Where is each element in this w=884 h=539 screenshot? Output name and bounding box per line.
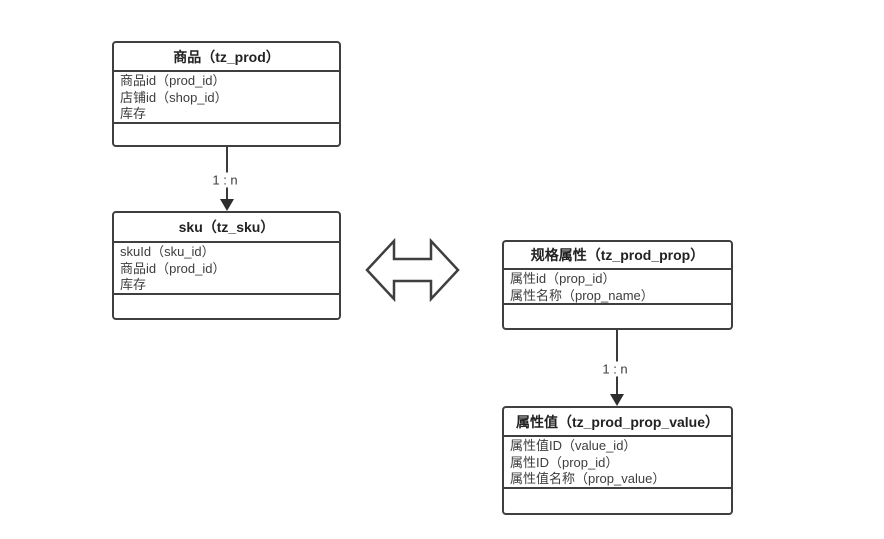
double-arrow-icon xyxy=(365,238,460,302)
table-field: 商品id（prod_id） xyxy=(120,73,226,88)
arrowhead-down-icon xyxy=(610,394,624,406)
entity-table-prod-prop-title: 规格属性（tz_prod_prop） xyxy=(504,242,731,270)
table-empty-section xyxy=(504,489,731,513)
table-field: 属性名称（prop_name） xyxy=(510,287,654,303)
entity-table-sku: sku（tz_sku） skuId（sku_id） 商品id（prod_id） … xyxy=(112,211,341,320)
entity-table-prod-prop: 规格属性（tz_prod_prop） 属性id（prop_id） 属性名称（pr… xyxy=(502,240,733,330)
table-field: 库存 xyxy=(120,277,147,292)
entity-table-prod-prop-value-title: 属性值（tz_prod_prop_value） xyxy=(504,408,731,437)
entity-table-prod-fields: 商品id（prod_id） 店铺id（shop_id） 库存 xyxy=(114,72,339,124)
table-field: 属性值ID（value_id） xyxy=(510,438,637,453)
entity-table-sku-fields: skuId（sku_id） 商品id（prod_id） 库存 xyxy=(114,243,339,295)
table-field: 店铺id（shop_id） xyxy=(120,89,228,105)
arrowhead-down-icon xyxy=(220,199,234,211)
table-empty-section xyxy=(504,305,731,328)
table-field: skuId（sku_id） xyxy=(120,244,215,259)
entity-table-prod-prop-value-fields: 属性值ID（value_id） 属性ID（prop_id） 属性值名称（prop… xyxy=(504,437,731,489)
table-empty-section xyxy=(114,124,339,145)
entity-table-prod-prop-fields: 属性id（prop_id） 属性名称（prop_name） xyxy=(504,270,731,305)
table-field: 属性id（prop_id） xyxy=(510,271,616,286)
table-field: 属性值名称（prop_value） xyxy=(510,471,666,486)
entity-table-prod-prop-value: 属性值（tz_prod_prop_value） 属性值ID（value_id） … xyxy=(502,406,733,515)
entity-table-sku-title: sku（tz_sku） xyxy=(114,213,339,243)
entity-table-prod-title: 商品（tz_prod） xyxy=(114,43,339,72)
table-empty-section xyxy=(114,295,339,318)
connector-prop-value-label: 1 : n xyxy=(599,361,631,377)
table-field: 属性ID（prop_id） xyxy=(510,454,619,470)
connector-prod-sku-label: 1 : n xyxy=(209,172,241,188)
table-field: 库存 xyxy=(120,106,147,121)
table-field: 商品id（prod_id） xyxy=(120,260,226,276)
entity-table-prod: 商品（tz_prod） 商品id（prod_id） 店铺id（shop_id） … xyxy=(112,41,341,147)
